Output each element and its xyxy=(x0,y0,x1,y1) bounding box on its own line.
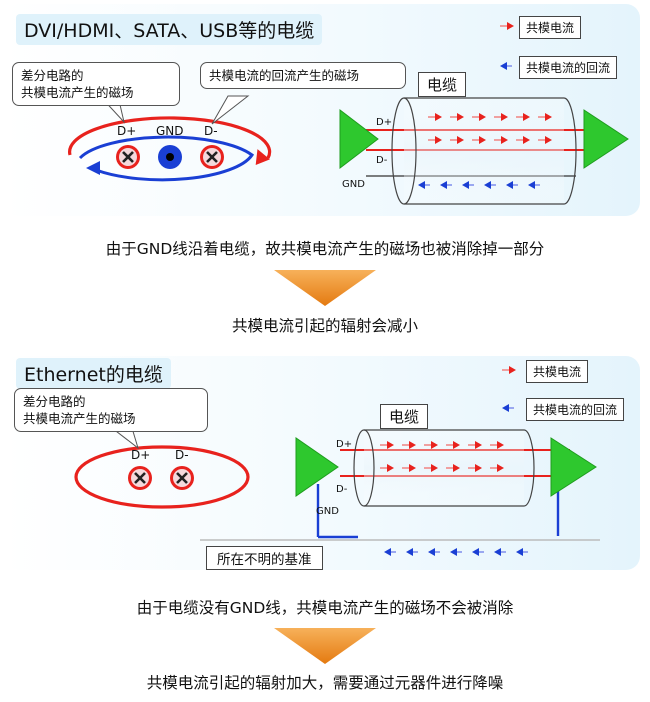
result-1: 共模电流引起的辐射会减小 xyxy=(231,317,418,335)
dplus-conductor-icon xyxy=(114,143,142,171)
field-arrowhead-red xyxy=(255,149,270,166)
section2-return-current-arrows xyxy=(383,547,529,557)
line-label-gnd: GND xyxy=(316,506,339,517)
driver-triangle-icon xyxy=(339,108,379,170)
receiver-triangle-icon xyxy=(550,437,597,497)
driver-triangle-icon xyxy=(295,437,339,497)
section2-callout-differential: 差分电路的 共模电流产生的磁场 xyxy=(14,388,208,432)
down-arrow-icon xyxy=(274,270,376,306)
line-label-gnd: GND xyxy=(342,179,365,190)
legend-red-arrow-icon xyxy=(501,365,517,375)
section1-callout-differential: 差分电路的 共模电流产生的磁场 xyxy=(12,62,180,106)
receiver-triangle-icon xyxy=(583,109,629,169)
result-2: 共模电流引起的辐射加大，需要通过元器件进行降噪 xyxy=(146,674,504,692)
pin-label-dplus: D+ xyxy=(117,124,137,138)
common-mode-field-loop xyxy=(74,445,250,509)
line-label-dplus: D+ xyxy=(336,439,353,450)
return-field-loop xyxy=(78,135,255,182)
section1-cross-section xyxy=(68,116,272,182)
dminus-conductor-icon xyxy=(198,143,226,171)
pin-label-dminus: D- xyxy=(175,448,189,462)
caption-1: 由于GND线沿着电缆，故共模电流产生的磁场也被消除掉一部分 xyxy=(105,240,545,258)
legend-blue-arrow-icon xyxy=(499,61,513,71)
pin-label-dplus: D+ xyxy=(131,448,151,462)
legend-common-current: 共模电流 xyxy=(519,16,582,39)
section1-cable xyxy=(339,97,629,205)
pin-label-gnd: GND xyxy=(156,124,184,138)
section2-cable xyxy=(200,429,600,557)
legend-common-current: 共模电流 xyxy=(526,360,589,383)
caption-2: 由于电缆没有GND线，共模电流产生的磁场不会被消除 xyxy=(136,599,514,617)
line-label-dplus: D+ xyxy=(376,117,393,128)
section2-cable-label: 电缆 xyxy=(380,404,429,429)
dminus-conductor-icon xyxy=(168,464,196,492)
section1-title: DVI/HDMI、SATA、USB等的电缆 xyxy=(16,14,323,45)
legend-red-arrow-icon xyxy=(499,21,515,31)
legend-blue-arrow-icon xyxy=(501,403,515,413)
section2-title: Ethernet的电缆 xyxy=(16,358,171,389)
line-label-dminus: D- xyxy=(376,155,388,166)
section2-cross-section xyxy=(74,445,250,509)
down-arrow-icon xyxy=(274,628,376,664)
callout-pointer xyxy=(211,95,250,125)
legend-return-current: 共模电流的回流 xyxy=(519,56,618,79)
section1-callout-return: 共模电流的回流产生的磁场 xyxy=(200,62,406,89)
gnd-conductor-icon xyxy=(158,145,182,169)
common-mode-field-loop xyxy=(68,116,272,159)
field-arrowhead-blue xyxy=(86,161,100,175)
section1-cable-label: 电缆 xyxy=(418,72,467,97)
legend-return-current: 共模电流的回流 xyxy=(526,398,625,421)
pin-label-dminus: D- xyxy=(204,124,218,138)
line-label-dminus: D- xyxy=(336,484,348,495)
unknown-reference-label: 所在不明的基准 xyxy=(206,546,323,570)
dplus-conductor-icon xyxy=(126,464,154,492)
